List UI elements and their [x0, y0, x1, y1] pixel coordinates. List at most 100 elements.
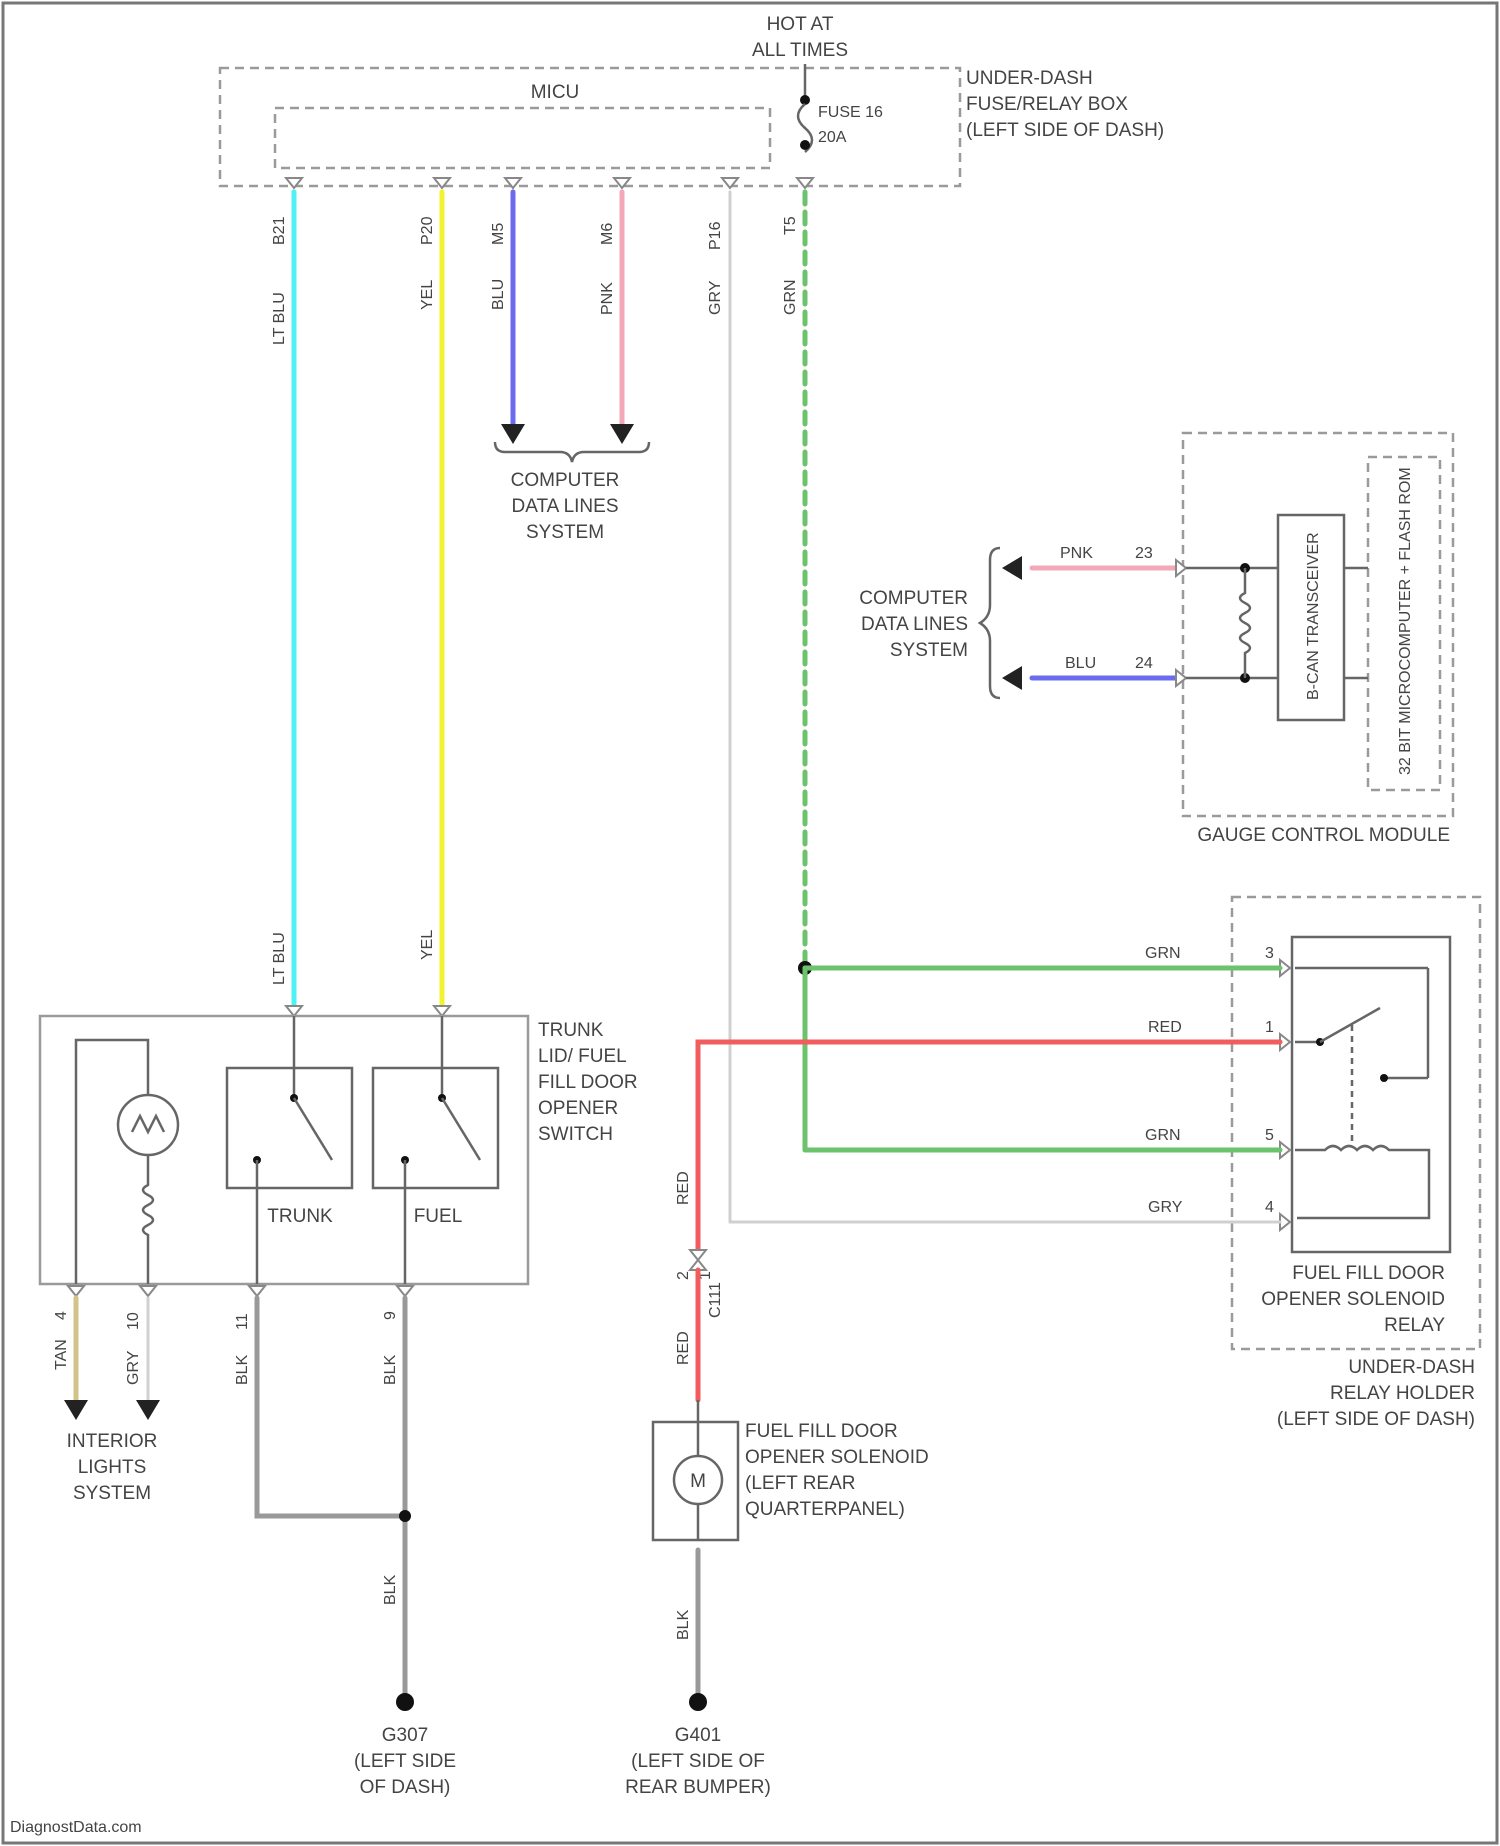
c111-pin-top: 2	[675, 1271, 692, 1280]
relay-pin3-number: 5	[1265, 1127, 1274, 1144]
ground-g307-name: G307	[382, 1725, 428, 1746]
gauge-wire1-color: PNK	[1060, 545, 1093, 562]
blk-splice-dot	[399, 1510, 411, 1522]
ground-wire-label: BLK	[382, 1574, 399, 1605]
svg-text:PNK: PNK	[599, 282, 616, 315]
svg-text:LT BLU: LT BLU	[271, 292, 288, 345]
solenoid-wire-up-color: RED	[675, 1171, 692, 1205]
page-frame	[3, 3, 1497, 1843]
trunk-switch-cell	[227, 1068, 352, 1188]
relay-wire3-color: GRN	[1145, 1127, 1181, 1144]
solenoid-label-1: FUEL FILL DOOR	[745, 1421, 898, 1442]
solenoid-label-3: (LEFT REAR	[745, 1473, 856, 1494]
solenoid-ground-wire: BLK	[675, 1609, 692, 1640]
relay-wire2-color: RED	[1148, 1019, 1182, 1036]
ground-g307-line3: OF DASH)	[360, 1777, 451, 1798]
trunk-label: TRUNK	[267, 1206, 333, 1227]
gauge-control-module-label: GAUGE CONTROL MODULE	[1197, 825, 1450, 846]
fuse-feed-dot	[800, 95, 810, 105]
arrow-pnk	[610, 424, 634, 444]
ground-g307-icon	[396, 1693, 414, 1711]
micu-wire-labels: LT BLU B21 YEL P20 BLU M5 PNK M6 GRY P16…	[271, 216, 799, 345]
gauge-pin-23	[1176, 560, 1186, 576]
svg-text:BLU: BLU	[490, 279, 507, 310]
interior-lights-1: INTERIOR	[67, 1431, 158, 1452]
relay-holder-label-3: (LEFT SIDE OF DASH)	[1277, 1409, 1475, 1430]
svg-text:GRY: GRY	[707, 280, 724, 315]
data-lines-top-2: DATA LINES	[512, 496, 619, 517]
data-lines-top-1: COMPUTER	[511, 470, 620, 491]
data-lines-brace-gauge	[980, 548, 1000, 698]
watermark: DiagnostData.com	[10, 1819, 142, 1836]
switch-in1-pin	[286, 1006, 302, 1016]
svg-text:GRN: GRN	[782, 279, 799, 315]
switch-in2-color: YEL	[419, 930, 436, 960]
fuse-rating: 20A	[818, 129, 847, 146]
relay-contact-dot	[1380, 1074, 1388, 1082]
svg-text:B21: B21	[271, 216, 288, 245]
relay-coil	[1295, 1146, 1429, 1218]
fuel-switch-arm	[442, 1098, 480, 1160]
solenoid-wire-down-color: RED	[675, 1331, 692, 1365]
switch-out2-color: GRY	[125, 1350, 142, 1385]
fuel-door-relay-box	[1292, 937, 1450, 1252]
data-lines-brace-top	[495, 442, 649, 462]
termination-resistor	[1240, 568, 1250, 678]
switch-out4-color: BLK	[382, 1354, 399, 1385]
fuse-name: FUSE 16	[818, 104, 883, 121]
ground-g307-line2: (LEFT SIDE	[354, 1751, 456, 1772]
gauge-data-lines-1: COMPUTER	[859, 588, 968, 609]
b-can-transceiver-label: B-CAN TRANSCEIVER	[1305, 532, 1322, 700]
c111-label: C111	[707, 1282, 724, 1318]
arrow-blu-gauge	[1002, 666, 1022, 690]
switch-out4-pin: 9	[382, 1311, 399, 1320]
arrow-tan	[64, 1400, 88, 1420]
svg-text:M6: M6	[599, 223, 616, 245]
wire-red-relay-pin1	[698, 1042, 1280, 1250]
relay-label-3: RELAY	[1384, 1315, 1445, 1336]
relay-holder-label-2: RELAY HOLDER	[1330, 1383, 1475, 1404]
fuel-switch-cell	[373, 1068, 498, 1188]
switch-out1-pin: 4	[53, 1311, 70, 1320]
gauge-wire2-pin: 24	[1135, 655, 1153, 672]
solenoid-label-2: OPENER SOLENOID	[745, 1447, 929, 1468]
motor-label: M	[690, 1471, 706, 1492]
ground-g401-line3: REAR BUMPER)	[625, 1777, 771, 1798]
svg-text:YEL: YEL	[419, 280, 436, 310]
switch-label-4: OPENER	[538, 1098, 618, 1119]
illumination-resistor	[143, 1155, 153, 1284]
solenoid-label-4: QUARTERPANEL)	[745, 1499, 905, 1520]
trunk-fuel-switch-box	[40, 1016, 528, 1284]
switch-label-5: SWITCH	[538, 1124, 613, 1145]
micu-label: MICU	[531, 82, 580, 103]
illumination-frame	[76, 1040, 148, 1284]
svg-text:M5: M5	[490, 223, 507, 245]
relay-pin4-number: 4	[1265, 1199, 1274, 1216]
relay-wire4-color: GRY	[1148, 1199, 1183, 1216]
gauge-data-lines-3: SYSTEM	[890, 640, 968, 661]
arrow-pnk-gauge	[1002, 556, 1022, 580]
svg-text:T5: T5	[782, 216, 799, 235]
hot-line1: HOT AT	[767, 14, 834, 35]
relay-switch-arm	[1320, 1008, 1380, 1042]
ground-g401-line2: (LEFT SIDE OF	[631, 1751, 765, 1772]
data-lines-top-3: SYSTEM	[526, 522, 604, 543]
ground-g401-icon	[689, 1693, 707, 1711]
trunk-switch-arm	[294, 1098, 332, 1160]
relay-label-1: FUEL FILL DOOR	[1292, 1263, 1445, 1284]
fuse-box-label-2: FUSE/RELAY BOX	[966, 94, 1128, 115]
interior-lights-3: SYSTEM	[73, 1483, 151, 1504]
fuse-box-label-1: UNDER-DASH	[966, 68, 1093, 89]
interior-lights-2: LIGHTS	[78, 1457, 147, 1478]
switch-label-3: FILL DOOR	[538, 1072, 638, 1093]
switch-out1-color: TAN	[53, 1339, 70, 1370]
gauge-pin-24	[1176, 670, 1186, 686]
relay-wire1-color: GRN	[1145, 945, 1181, 962]
micu-box	[275, 108, 770, 168]
switch-in1-color: LT BLU	[271, 932, 288, 985]
arrow-gry-interior	[136, 1400, 160, 1420]
hot-line2: ALL TIMES	[752, 40, 848, 61]
relay-label-2: OPENER SOLENOID	[1261, 1289, 1445, 1310]
switch-pin-10	[140, 1286, 156, 1296]
